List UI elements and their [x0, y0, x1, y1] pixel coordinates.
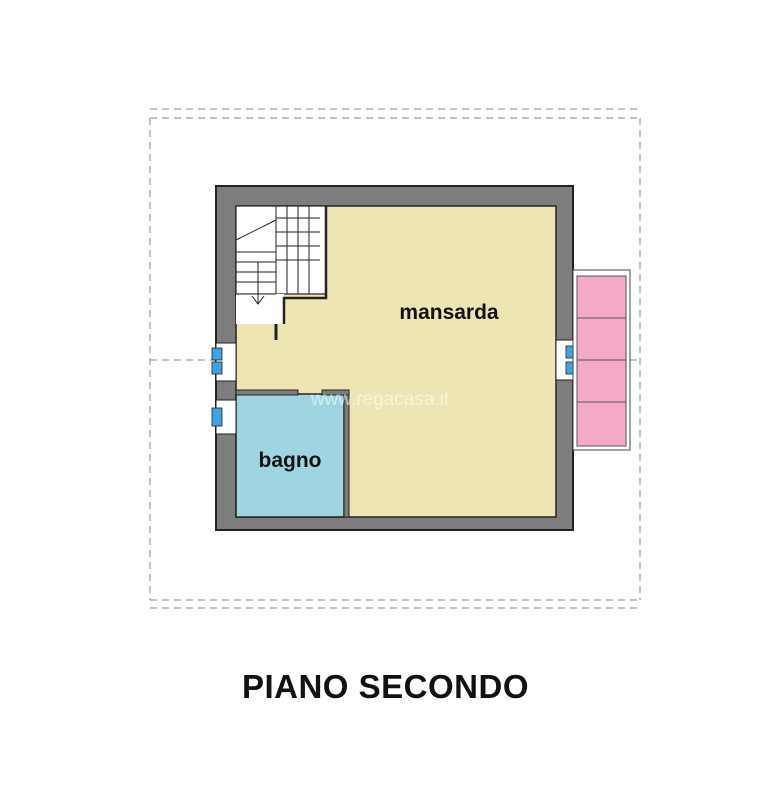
roof-outline [149, 108, 642, 609]
left-window-bottom [211, 399, 237, 435]
mansarda-label: mansarda [399, 301, 499, 324]
bagno-label: bagno [259, 449, 322, 472]
watermark: www.regacasa.it [310, 389, 450, 410]
balcony [572, 269, 631, 451]
bagno-partition [235, 389, 350, 518]
left-window-top [211, 342, 237, 382]
bagno-room [235, 393, 345, 518]
floor-title: PIANO SECONDO [241, 668, 530, 705]
staircase [235, 205, 328, 340]
